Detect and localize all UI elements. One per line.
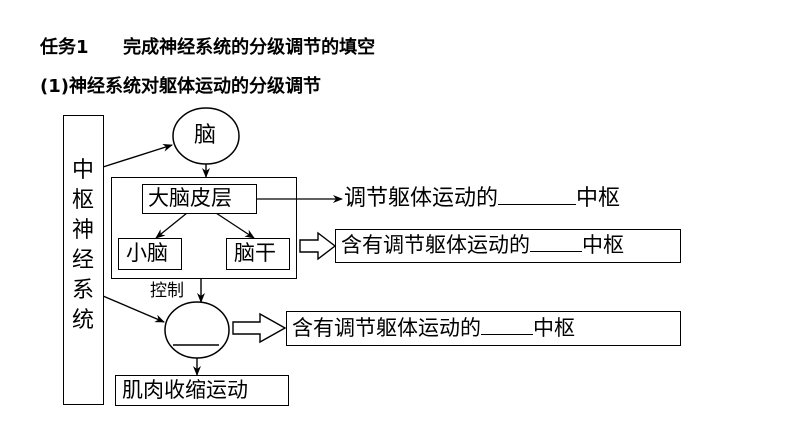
task-title: 任务1 完成神经系统的分级调节的填空 [40,33,375,59]
brain-frame [111,177,297,279]
spinal-cord-node [164,301,230,359]
cns-label: 中 枢 神 经 系 统 [63,156,103,336]
outcome-2-box [335,229,681,263]
outcome-3-box [286,311,681,346]
brain-node [172,107,240,165]
arrow-cortex-to-cerebellum [155,212,188,239]
outcome-2: 含有调节躯体运动的 中枢 [341,235,624,256]
cerebellum-box [118,238,182,270]
arrow-cns-to-spinal [102,295,165,323]
cerebral-cortex-box [142,184,257,214]
cns-char: 经 [71,248,94,273]
control-label: 控制 [150,281,184,301]
hollow-arrow-to-outcome-2 [299,231,337,261]
cns-char: 统 [71,308,94,333]
outcome-2-suffix: 中枢 [582,233,624,257]
brain-label: 脑 [194,123,217,148]
outcome-1-suffix: 中枢 [576,186,621,211]
muscle-movement-label: 肌肉收缩运动 [122,378,248,402]
cerebral-cortex-label: 大脑皮层 [148,186,232,210]
outcome-1-prefix: 调节躯体运动的 [344,186,499,211]
cerebellum-label: 小脑 [126,241,168,265]
muscle-movement-box [115,375,289,406]
outcome-3-blank[interactable] [481,333,533,335]
outcome-1-blank[interactable] [498,203,577,205]
outcome-3: 含有调节躯体运动的 中枢 [292,318,575,339]
cns-char: 中 [71,158,94,183]
outcome-2-prefix: 含有调节躯体运动的 [341,233,530,257]
task-label: 任务1 [40,37,89,58]
task-text: 完成神经系统的分级调节的填空 [123,37,376,58]
brainstem-label: 脑干 [234,241,276,265]
brainstem-box [226,238,290,270]
outcome-3-suffix: 中枢 [533,316,575,340]
outcome-2-blank[interactable] [530,250,582,252]
hollow-arrow-to-outcome-3 [232,312,287,344]
outcome-3-prefix: 含有调节躯体运动的 [292,316,481,340]
cns-char: 系 [71,278,94,303]
cns-box [63,115,104,405]
section-subtitle: (1)神经系统对躯体运动的分级调节 [40,76,321,97]
outcome-1: 调节躯体运动的 中枢 [344,188,620,210]
arrow-cns-to-brain [102,143,173,168]
arrow-cortex-to-brainstem [215,212,255,239]
cns-char: 枢 [71,188,94,213]
cns-char: 神 [71,218,94,243]
